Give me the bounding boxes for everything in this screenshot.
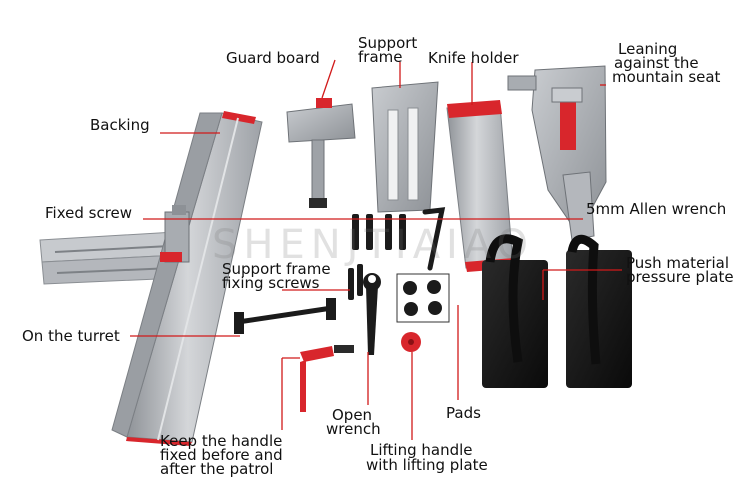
fixed-screws-set — [352, 214, 406, 250]
label-guard-board: Guard board — [226, 49, 320, 67]
watermark: SHENJTIAIAO — [212, 222, 534, 268]
label-on-the-turret: On the turret — [22, 327, 120, 345]
support-frame-fixing-screws — [348, 264, 363, 300]
label-pads: Pads — [446, 404, 481, 422]
label-leaning-1: Leaning — [618, 40, 678, 58]
label-knife-holder: Knife holder — [428, 49, 519, 67]
label-keep-handle-3: after the patrol — [160, 460, 274, 478]
lifting-knob-part — [401, 332, 421, 352]
turret-rails — [39, 231, 181, 285]
pads-part — [396, 273, 450, 323]
allen-wrench-part — [422, 207, 446, 271]
push-plate-left — [482, 234, 548, 388]
label-lifting-1: Lifting handle — [370, 441, 473, 459]
fixed-screw-bracket — [160, 205, 190, 263]
knife-holder-part — [446, 100, 516, 272]
label-backing: Backing — [90, 116, 150, 134]
handle-lever-part — [300, 345, 354, 412]
leader-lines — [130, 59, 622, 440]
label-support-frame-2: frame — [358, 48, 403, 66]
label-lifting-2: with lifting plate — [366, 456, 488, 474]
label-push-plate-2: pressure plate — [626, 268, 734, 286]
label-support-frame-1: Support — [358, 34, 418, 52]
label-push-plate-1: Push material — [626, 254, 729, 272]
label-leaning-2: against the — [614, 54, 699, 72]
label-allen-wrench: 5mm Allen wrench — [586, 200, 727, 218]
label-open-wrench-1: Open — [332, 406, 373, 424]
turret-bar-part — [234, 298, 336, 334]
label-fixed-screw: Fixed screw — [45, 204, 133, 222]
label-leaning-3: mountain seat — [612, 68, 721, 86]
label-keep-handle-1: Keep the handle — [160, 432, 283, 450]
label-support-fixing-2: fixing screws — [222, 274, 320, 292]
label-keep-handle-2: fixed before and — [160, 446, 283, 464]
label-support-fixing-1: Support frame — [222, 260, 331, 278]
mountain-seat-part — [507, 65, 607, 241]
backing-extrusion — [111, 111, 263, 446]
guard-board-part — [286, 98, 356, 208]
open-wrench-part — [363, 273, 381, 355]
label-open-wrench-2: wrench — [326, 420, 381, 438]
push-plate-right — [566, 234, 632, 388]
support-frame-part — [371, 81, 439, 213]
